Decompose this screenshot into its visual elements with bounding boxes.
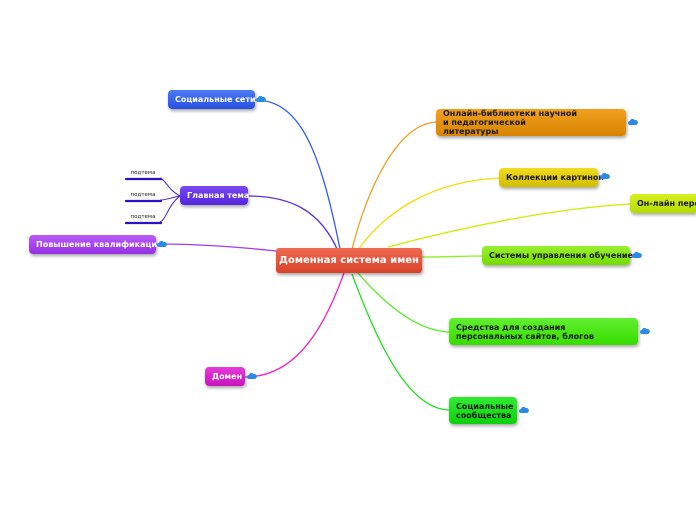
connector-social-networks bbox=[254, 99, 341, 250]
topic-label: Главная тема bbox=[187, 191, 250, 200]
cloud-link-icon[interactable] bbox=[519, 406, 529, 414]
topic-label: Средства для создания персональных сайто… bbox=[456, 322, 594, 341]
connector-lms bbox=[420, 255, 483, 258]
connector-online-translation bbox=[387, 203, 631, 248]
topic-lms[interactable]: Системы управления обучением bbox=[482, 246, 639, 265]
topic-label: Коллекции картинок bbox=[506, 173, 604, 182]
connector-domain bbox=[244, 272, 345, 378]
topic-personal-sites[interactable]: Средства для создания персональных сайто… bbox=[449, 318, 638, 345]
topic-domain[interactable]: Домен bbox=[205, 367, 245, 386]
subtopic-label[interactable]: подтема bbox=[130, 192, 156, 198]
topic-social-networks[interactable]: Социальные сети bbox=[168, 90, 256, 109]
cloud-link-icon[interactable] bbox=[640, 327, 650, 335]
cloud-link-icon[interactable] bbox=[256, 95, 266, 103]
cloud-link-icon[interactable] bbox=[247, 372, 257, 380]
cloud-link-icon[interactable] bbox=[600, 172, 610, 180]
topic-image-collections[interactable]: Коллекции картинок bbox=[499, 168, 604, 187]
subtopic-connector bbox=[159, 177, 181, 197]
subtopic-connector bbox=[159, 195, 181, 223]
central-topic[interactable]: Доменная система имен bbox=[276, 248, 422, 273]
topic-communities[interactable]: Социальные сообщества bbox=[449, 397, 517, 424]
central-topic-label: Доменная система имен bbox=[279, 255, 419, 266]
connector-online-libraries bbox=[351, 121, 437, 250]
topic-label: Повышение квалификации bbox=[36, 240, 163, 249]
connector-communities bbox=[351, 273, 450, 411]
topic-qualification[interactable]: Повышение квалификации bbox=[29, 235, 163, 254]
subtopic-label[interactable]: подтема bbox=[130, 170, 156, 176]
cloud-link-icon[interactable] bbox=[157, 240, 167, 248]
topic-online-libraries[interactable]: Онлайн-библиотеки научной и педагогическ… bbox=[436, 109, 626, 136]
topic-main-topic[interactable]: Главная тема bbox=[180, 186, 250, 205]
topic-label: Социальные сообщества bbox=[456, 401, 514, 420]
topic-label: Домен bbox=[212, 372, 243, 381]
cloud-link-icon[interactable] bbox=[628, 118, 638, 126]
connector-personal-sites bbox=[357, 272, 450, 333]
connector-qualification bbox=[155, 243, 277, 252]
connector-image-collections bbox=[357, 177, 500, 251]
subtopic-label[interactable]: подтема bbox=[130, 214, 156, 220]
topic-label: Системы управления обучением bbox=[489, 251, 640, 260]
topic-label: Онлайн-библиотеки научной и педагогическ… bbox=[443, 109, 577, 136]
cloud-link-icon[interactable] bbox=[632, 251, 642, 259]
topic-label: Он-лайн перев bbox=[637, 199, 696, 208]
subtopic-connector bbox=[159, 195, 181, 201]
topic-online-translation[interactable]: Он-лайн перев bbox=[630, 194, 696, 213]
topic-label: Социальные сети bbox=[175, 95, 256, 104]
connector-main-topic bbox=[247, 195, 339, 252]
